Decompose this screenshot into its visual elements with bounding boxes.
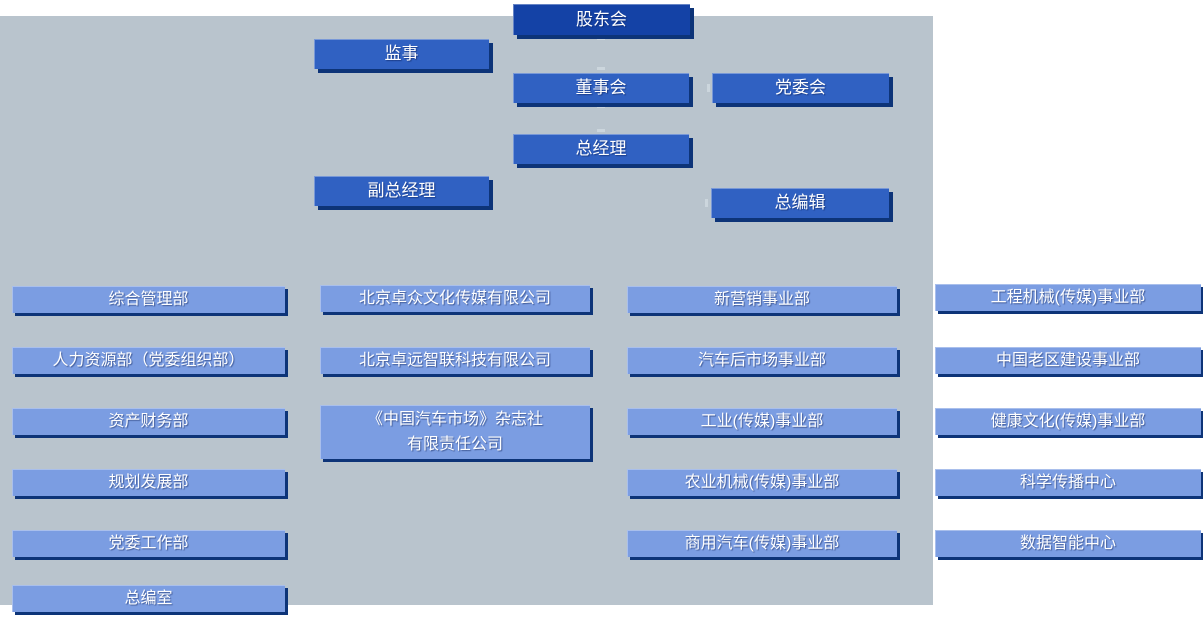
dept-node: 健康文化(传媒)事业部 [935,408,1201,435]
connector-stub [597,129,605,132]
connector-stub [597,67,605,70]
connector-stub [488,49,491,57]
dept-node: 综合管理部 [12,286,285,313]
node-general-manager: 总经理 [513,134,689,164]
connector-stub [597,105,605,108]
dept-node: 商用汽车(传媒)事业部 [627,530,897,557]
node-deputy-general-manager: 副总经理 [314,176,489,206]
connector-stub [705,199,708,207]
dept-node: 资产财务部 [12,408,285,435]
dept-node: 数据智能中心 [935,530,1201,557]
node-party-committee: 党委会 [712,73,889,103]
connector-stub [489,187,492,195]
dept-node: 中国老区建设事业部 [935,347,1201,374]
dept-node: 工程机械(传媒)事业部 [935,284,1201,311]
dept-node-label: 《中国汽车市场》杂志社有限责任公司 [366,411,543,453]
dept-node: 汽车后市场事业部 [627,347,897,374]
dept-node: 人力资源部（党委组织部） [12,347,285,374]
node-editor-in-chief: 总编辑 [711,188,889,218]
dept-node: 《中国汽车市场》杂志社有限责任公司 [320,405,590,459]
dept-node: 党委工作部 [12,530,285,557]
dept-node: 北京卓远智联科技有限公司 [320,347,590,374]
dept-node: 工业(传媒)事业部 [627,408,897,435]
dept-node: 规划发展部 [12,469,285,496]
connector-stub [707,84,710,92]
node-shareholders-meeting: 股东会 [513,4,690,35]
connector-stub [597,37,605,40]
dept-node: 新营销事业部 [627,286,897,313]
dept-node: 农业机械(传媒)事业部 [627,469,897,496]
dept-node: 北京卓众文化传媒有限公司 [320,285,590,312]
node-supervisor: 监事 [314,39,489,69]
node-board-of-directors: 董事会 [513,73,689,103]
dept-node: 科学传播中心 [935,469,1201,496]
dept-node: 总编室 [12,585,285,612]
connector-stub [690,84,693,92]
